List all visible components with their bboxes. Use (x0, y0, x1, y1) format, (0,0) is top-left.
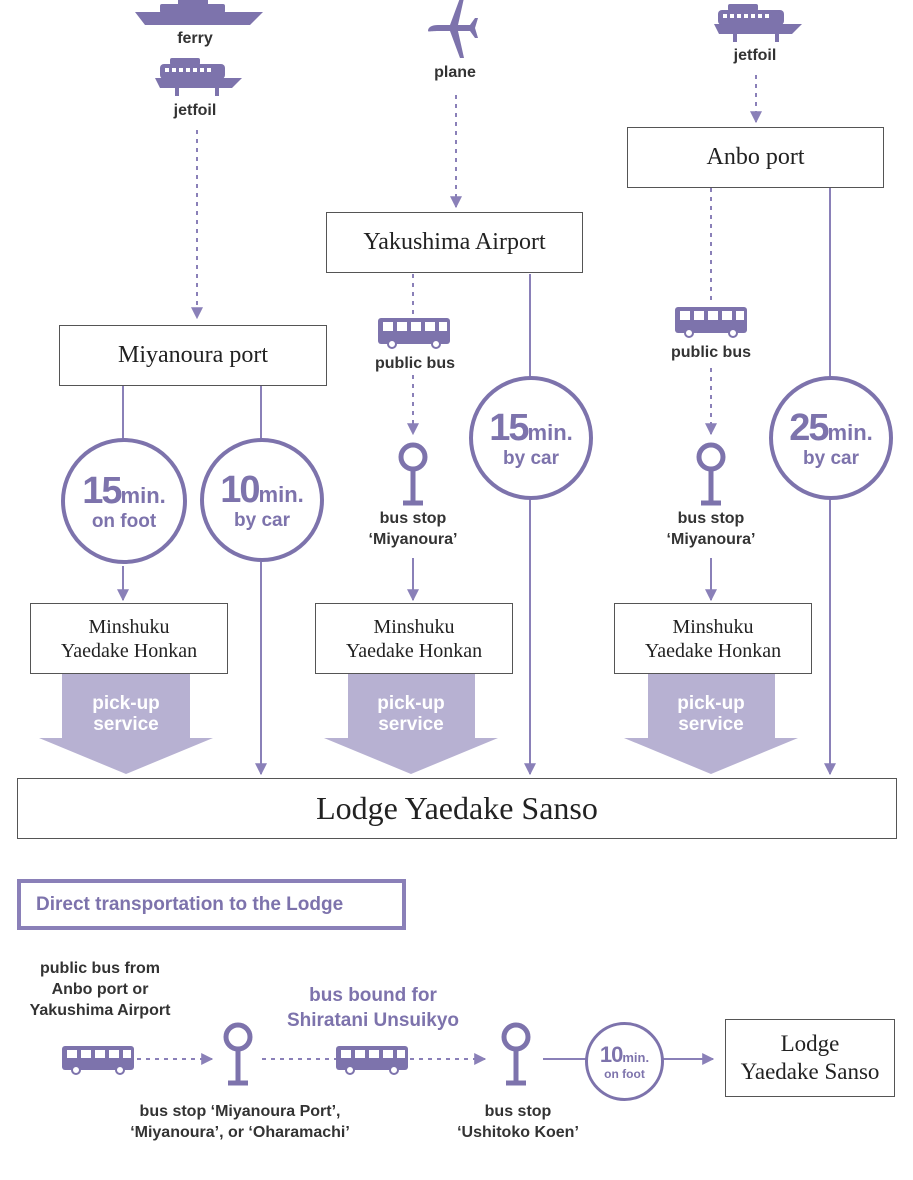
time-unit: min. (527, 419, 573, 445)
public-bus-label-anbo: public bus (671, 344, 751, 361)
bus-bound-label: bus bound for Shiratani Unsuikyo (268, 984, 478, 1033)
bus-icon-direct-2 (336, 1046, 408, 1075)
bus-stop-label-airport: bus stop ‘Miyanoura’ (353, 509, 473, 551)
minshuku-line1: Minshuku (373, 615, 455, 638)
minshuku-line1: Minshuku (88, 615, 170, 638)
ushitoko-line2: ‘Ushitoko Koen’ (457, 1123, 579, 1141)
time-circle-car-15: 15min. by car (469, 376, 593, 500)
plane-icon (428, 0, 478, 58)
time-circle-car-25: 25min. by car (769, 376, 893, 500)
ferry-label: ferry (177, 30, 213, 47)
time-unit: min. (258, 481, 304, 507)
time-mode: by car (503, 447, 559, 469)
bus-from-line2: Anbo port or (51, 980, 149, 998)
pickup-line1: pick-up (677, 693, 745, 714)
bus-icon-airport (378, 318, 450, 349)
bus-stop-line1: bus stop (677, 510, 745, 527)
minshuku-line1: Minshuku (672, 615, 754, 638)
anbo-port-box: Anbo port (627, 127, 884, 188)
bus-icon-anbo (675, 307, 747, 338)
time-number: 25 (789, 406, 829, 449)
time-mode: by car (803, 447, 859, 469)
ushitoko-line1: bus stop (484, 1103, 552, 1120)
direct-transport-title: Direct transportation to the Lodge (17, 879, 406, 930)
jetfoil-icon-right (714, 4, 802, 42)
lodge-line2: Yaedake Sanso (740, 1059, 880, 1084)
public-bus-label-airport: public bus (375, 355, 455, 372)
bus-bound-line1: bus bound for (309, 985, 437, 1006)
minshuku-line2: Yaedake Honkan (60, 639, 198, 662)
bus-stops-line1: bus stop ‘Miyanoura Port’, (139, 1103, 341, 1120)
miyanoura-port-box: Miyanoura port (59, 325, 327, 386)
time-circle-foot-10: 10min. on foot (585, 1022, 664, 1101)
lodge-line1: Lodge (780, 1031, 840, 1057)
pickup-arrows (39, 673, 798, 774)
time-mode: by car (234, 509, 290, 531)
jetfoil-label-right: jetfoil (733, 47, 777, 64)
bus-stop-line2: ‘Miyanoura’ (368, 530, 458, 548)
pickup-line2: service (678, 713, 744, 735)
pickup-line2: service (378, 713, 444, 735)
pickup-line1: pick-up (92, 693, 160, 714)
lodge-box-direct: Lodge Yaedake Sanso (725, 1019, 895, 1097)
bus-icon-direct-1 (62, 1046, 134, 1075)
time-unit: min. (827, 419, 873, 445)
time-unit: min. (120, 482, 166, 508)
minshuku-box-2: Minshuku Yaedake Honkan (315, 603, 513, 674)
bus-from-line1: public bus from (40, 960, 160, 977)
bus-stop-line1: bus stop (379, 510, 447, 527)
bus-stops-label: bus stop ‘Miyanoura Port’, ‘Miyanoura’, … (105, 1102, 375, 1144)
bus-from-label: public bus from Anbo port or Yakushima A… (10, 959, 190, 1021)
bus-bound-line2: Shiratani Unsuikyo (286, 1009, 460, 1031)
bus-stop-label-anbo: bus stop ‘Miyanoura’ (651, 509, 771, 551)
time-number: 10 (220, 468, 260, 511)
plane-label: plane (434, 64, 476, 81)
pickup-line1: pick-up (377, 693, 445, 714)
time-mode: on foot (91, 510, 157, 532)
time-number: 10 (599, 1041, 624, 1067)
minshuku-line2: Yaedake Honkan (345, 639, 483, 662)
time-circle-car-10: 10min. by car (200, 438, 324, 562)
time-unit: min. (622, 1049, 650, 1065)
minshuku-box-1: Minshuku Yaedake Honkan (30, 603, 228, 674)
time-number: 15 (489, 406, 529, 449)
bus-stop-icons (223, 442, 726, 1086)
bus-from-line3: Yakushima Airport (29, 1001, 171, 1019)
ushitoko-label: bus stop ‘Ushitoko Koen’ (448, 1102, 588, 1144)
minshuku-line2: Yaedake Honkan (644, 639, 782, 662)
yakushima-airport-box: Yakushima Airport (326, 212, 583, 273)
ferry-icon (135, 0, 263, 25)
time-circle-foot-15: 15min. on foot (61, 438, 187, 564)
lodge-box: Lodge Yaedake Sanso (17, 778, 897, 839)
time-number: 15 (82, 469, 122, 512)
bus-stop-line2: ‘Miyanoura’ (666, 530, 756, 548)
time-mode: on foot (604, 1066, 645, 1081)
bus-stops-line2: ‘Miyanoura’, or ‘Oharamachi’ (130, 1123, 350, 1141)
minshuku-box-3: Minshuku Yaedake Honkan (614, 603, 812, 674)
jetfoil-icon-left (155, 58, 242, 96)
pickup-line2: service (93, 713, 159, 735)
jetfoil-label-left: jetfoil (173, 102, 217, 119)
